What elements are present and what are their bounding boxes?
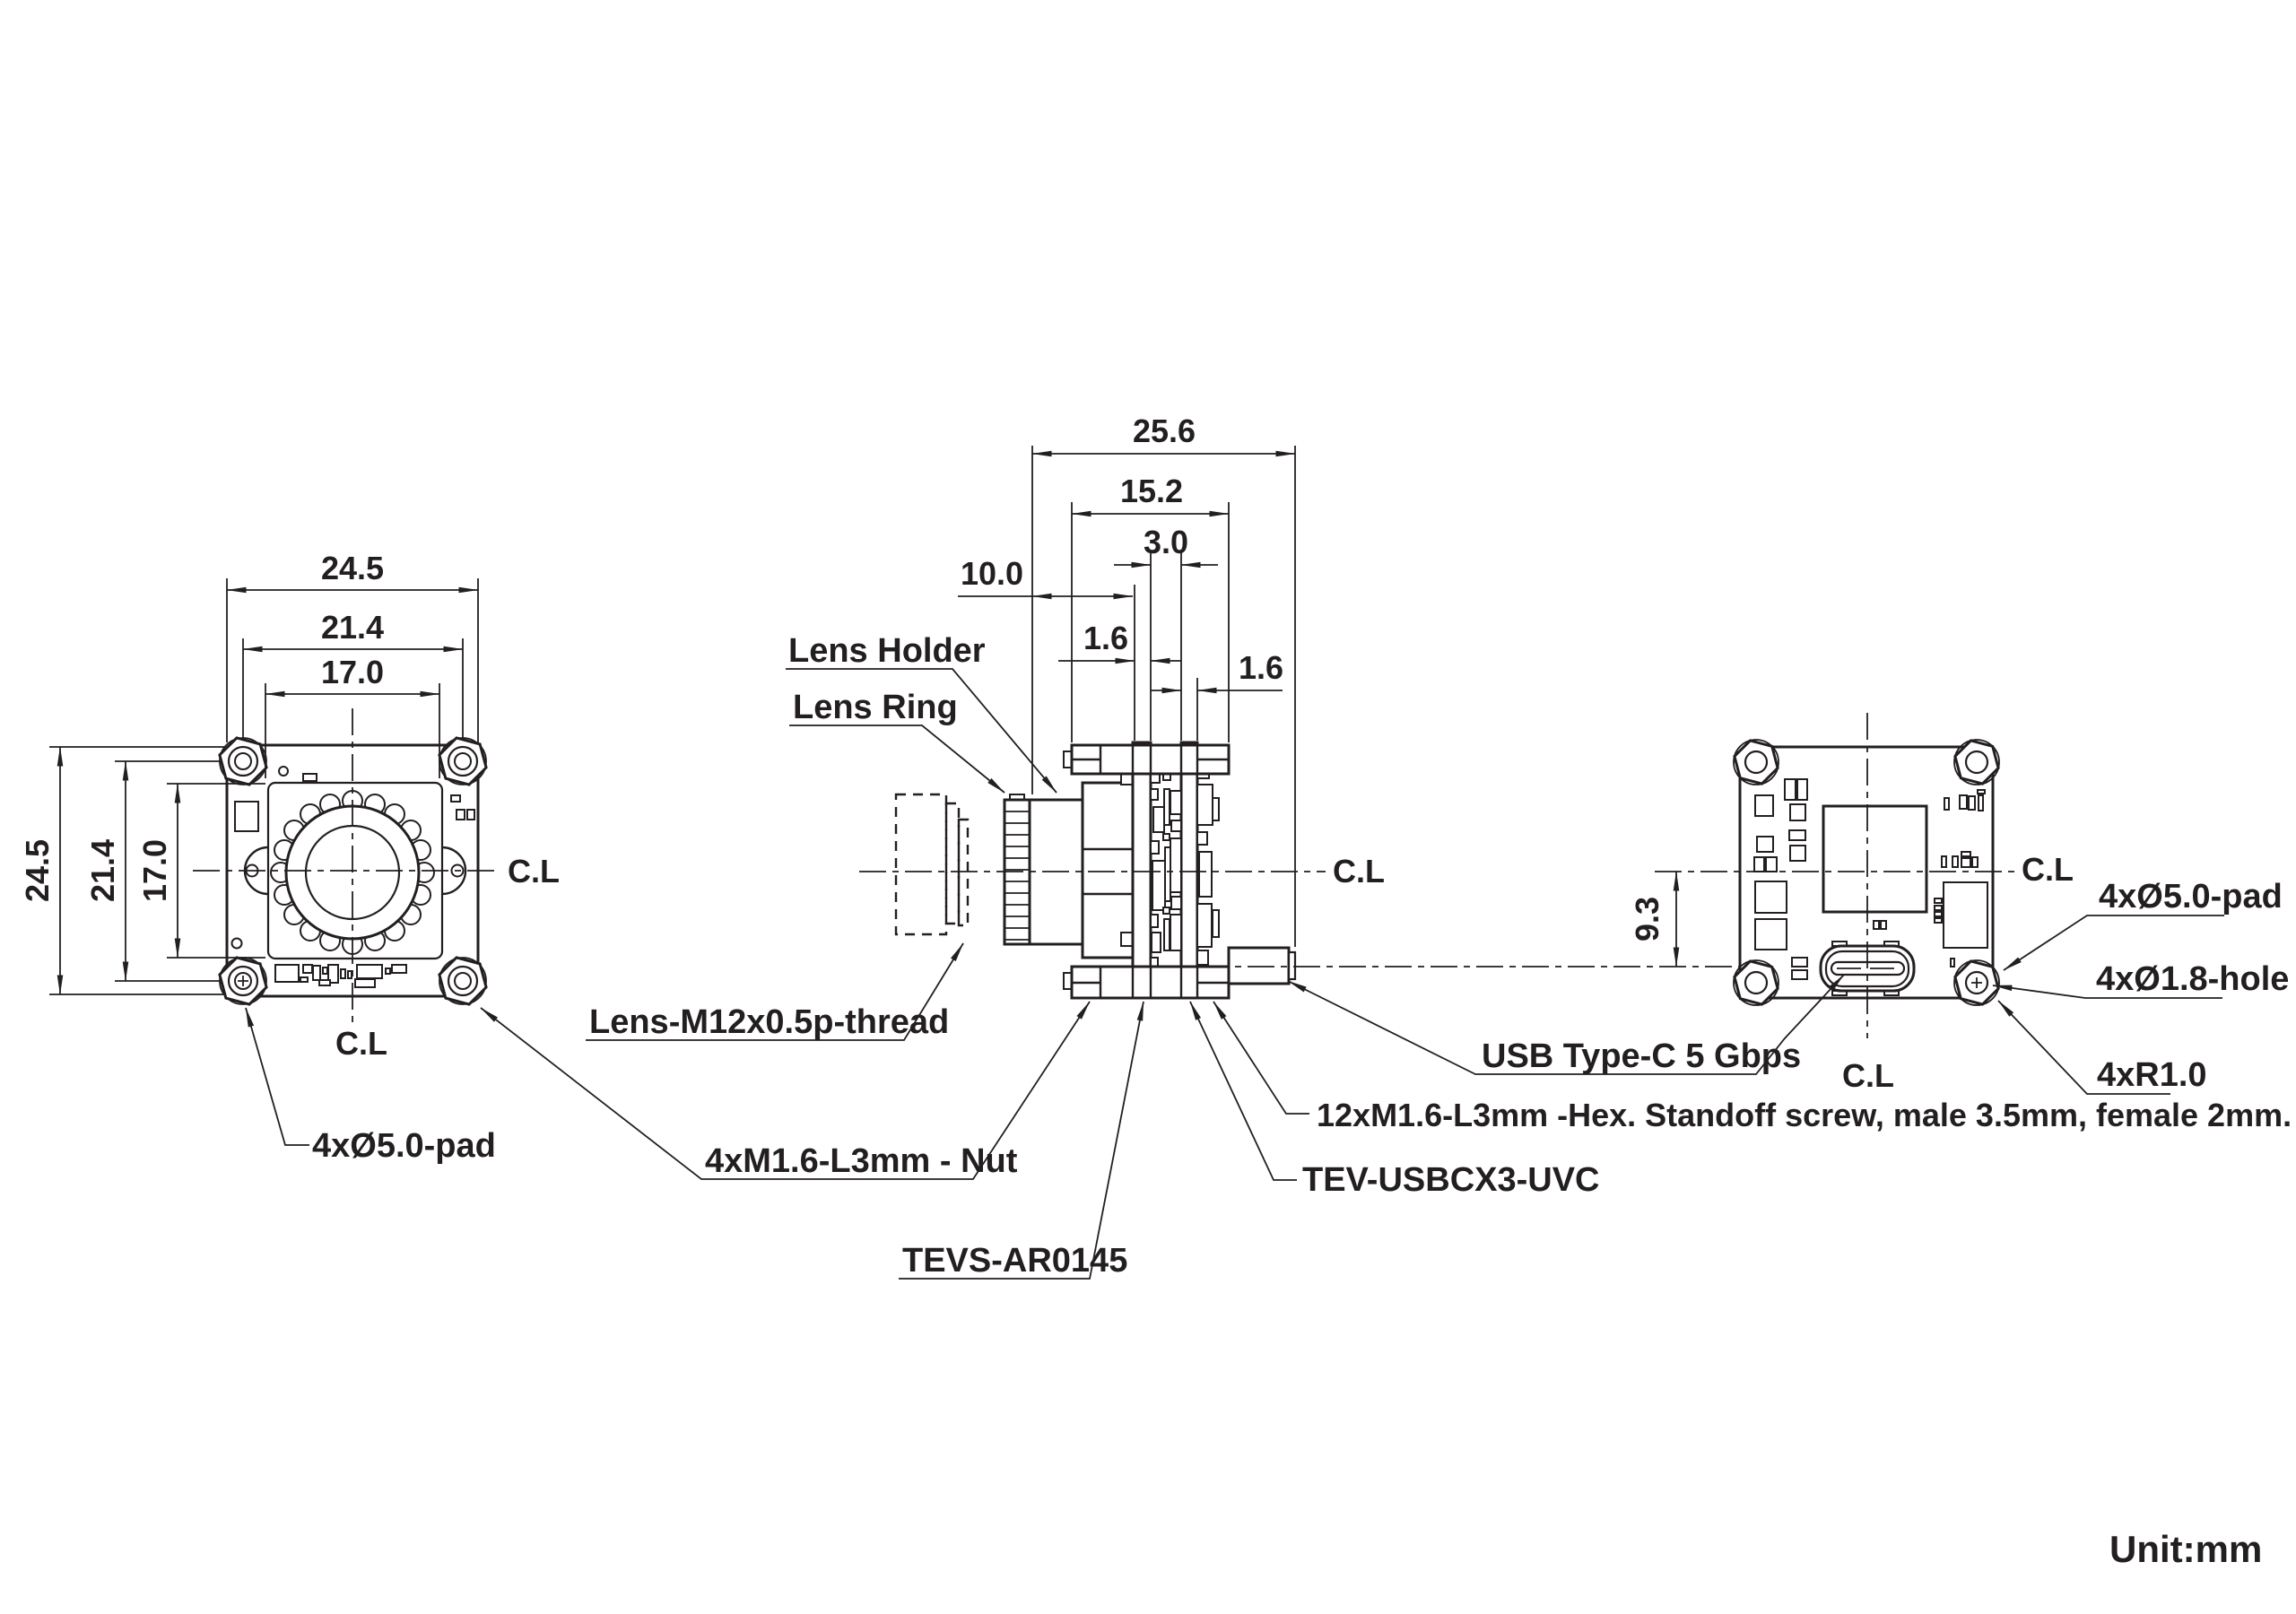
front-centerline-bottom-label: C.L — [335, 1025, 387, 1062]
nut-label: 4xM1.6-L3mm - Nut — [705, 1142, 1018, 1180]
dim-front-height-holes: 21.4 — [84, 839, 121, 902]
standoff-leader — [1213, 1001, 1309, 1115]
dim-side-board-gap: 3.0 — [1144, 524, 1188, 560]
dim-side-total-depth: 25.6 — [1133, 412, 1196, 449]
usb-leader — [1287, 974, 1845, 1075]
nut-leader — [480, 1001, 1091, 1180]
back-pad-bottom-left — [1732, 959, 1780, 1007]
side-usb-connector — [1227, 946, 1291, 985]
back-screw-cross-icon — [1971, 977, 1982, 988]
back-view-dimensions: 9.3 C.L C.L 4xØ5.0-pad 4xØ1.8-hole 4xR1.… — [1629, 851, 2289, 1095]
side-view-dimensions: 25.6 15.2 3.0 10.0 1.6 1.6 C.L — [958, 412, 1385, 947]
front-screw-cross-icon — [238, 976, 248, 986]
side-centerline-label: C.L — [1333, 853, 1385, 889]
back-centerline-bottom-label: C.L — [1842, 1057, 1894, 1094]
front-pad-top-right — [438, 736, 488, 786]
sensor-board-leader — [899, 1001, 1144, 1280]
dim-front-height-outer: 24.5 — [19, 839, 56, 902]
back-hole-leader — [1992, 985, 2222, 999]
front-pad-label: 4xØ5.0-pad — [312, 1127, 496, 1165]
front-centerline-right-label: C.L — [508, 853, 560, 889]
side-view — [859, 741, 1916, 1000]
side-lens-thread-dashed — [957, 818, 970, 927]
side-lens-step-dashed — [944, 802, 961, 925]
side-optional-lens-dashed — [894, 793, 948, 936]
back-pad-top-left — [1732, 738, 1780, 786]
front-view — [193, 708, 499, 1028]
lens-thread-leader — [586, 942, 964, 1041]
dim-front-width-outer: 24.5 — [321, 550, 384, 586]
usb-board-label: TEV-USBCX3-UVC — [1302, 1161, 1600, 1199]
dim-side-standoff-span: 15.2 — [1120, 473, 1183, 509]
front-pad-leader — [245, 1007, 309, 1146]
front-pad-bottom-right — [438, 956, 488, 1006]
back-view — [1655, 713, 2014, 1038]
front-board-components — [230, 766, 475, 988]
side-usb-board — [1179, 741, 1199, 1000]
dim-front-height-inner: 17.0 — [136, 839, 173, 902]
back-pad-leader — [2003, 915, 2224, 971]
back-pad-label: 4xØ5.0-pad — [2099, 878, 2283, 915]
dim-front-width-holes: 21.4 — [321, 609, 384, 646]
back-radius-label: 4xR1.0 — [2097, 1056, 2207, 1094]
leader-labels: Lens Holder Lens Ring Lens-M12x0.5p-thre… — [480, 632, 2292, 1280]
lens-holder-label: Lens Holder — [788, 632, 986, 670]
dim-side-board2-thickness: 1.6 — [1239, 649, 1283, 686]
front-view-dimensions: 24.5 21.4 17.0 24.5 21.4 17.0 C.L C.L 4x… — [19, 550, 560, 1165]
side-lens-ring-knurling — [1004, 811, 1030, 941]
back-pad-top-right — [1952, 738, 2001, 786]
back-main-chip — [1822, 804, 1928, 914]
dim-back-usb-offset: 9.3 — [1629, 897, 1665, 941]
lens-thread-label: Lens-M12x0.5p-thread — [589, 1003, 949, 1041]
side-lens-holder-body — [1081, 781, 1135, 959]
lens-holder-leader — [786, 668, 1057, 794]
back-board-components — [1753, 778, 1988, 980]
usb-label: USB Type-C 5 Gbps — [1482, 1037, 1801, 1075]
back-hole-label: 4xØ1.8-hole — [2096, 960, 2289, 998]
side-sensor-board — [1131, 741, 1152, 1000]
standoff-label: 12xM1.6-L3mm -Hex. Standoff screw, male … — [1317, 1097, 2292, 1133]
side-lens-holder-front — [1028, 798, 1084, 946]
back-radius-leader — [1997, 1000, 2170, 1095]
back-centerline-right-label: C.L — [2022, 851, 2074, 888]
sensor-board-label: TEVS-AR0145 — [902, 1242, 1127, 1280]
usb-board-leader — [1189, 1001, 1297, 1181]
dim-front-width-inner: 17.0 — [321, 654, 384, 690]
dim-side-lens-holder-depth: 10.0 — [961, 555, 1023, 592]
dim-side-board1-thickness: 1.6 — [1083, 620, 1128, 656]
front-pad-top-left — [218, 736, 268, 786]
lens-ring-leader — [789, 725, 1005, 794]
lens-ring-label: Lens Ring — [793, 689, 958, 726]
unit-note: Unit:mm — [2109, 1528, 2262, 1570]
side-usb-connector-cap — [1287, 950, 1297, 981]
front-right-lobe — [441, 846, 467, 896]
